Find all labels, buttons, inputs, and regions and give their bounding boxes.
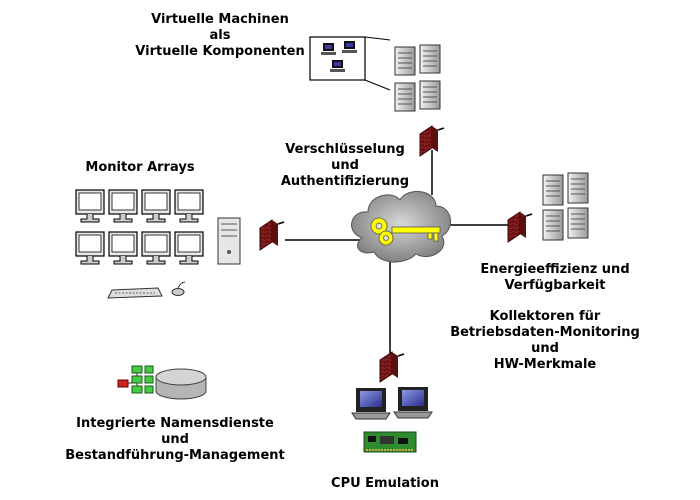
label-line: Monitor Arrays: [85, 160, 195, 175]
monitor-icon: [174, 189, 204, 223]
label-line: HW-Merkmale: [493, 357, 597, 372]
naming-node-tree: [117, 365, 154, 394]
database-icon: [155, 368, 207, 400]
server-icon: [394, 82, 416, 112]
firewall-icon: [419, 125, 445, 157]
energy-servers: [542, 172, 589, 241]
label-line: Betriebsdaten-Monitoring: [450, 325, 640, 340]
key-icon: [370, 217, 441, 246]
server-icon: [419, 44, 441, 74]
label-line: Virtuelle Komponenten: [135, 44, 305, 59]
monitor-icon: [174, 231, 204, 265]
workstation-icon: [351, 388, 391, 420]
label-encryption: Verschlüsselung und Authentifizierung: [270, 142, 420, 190]
keyboard-icon: [107, 287, 163, 299]
label-line: Authentifizierung: [280, 174, 410, 189]
monitor-icon: [141, 189, 171, 223]
server-icon: [419, 80, 441, 110]
mouse-icon: [171, 281, 186, 296]
monitor-icon: [141, 231, 171, 265]
server-icon: [542, 209, 564, 241]
label-collectors: Kollektoren für Betriebsdaten-Monitoring…: [445, 309, 645, 373]
server-icon: [394, 46, 416, 76]
label-line: Verschlüsselung: [285, 142, 405, 157]
label-line: und: [161, 432, 189, 447]
label-line: Verfügbarkeit: [504, 278, 606, 293]
monitor-array: [75, 189, 204, 265]
workstation-icon: [321, 43, 336, 55]
monitor-icon: [75, 189, 105, 223]
workstation-icon: [330, 60, 345, 72]
server-icon: [567, 207, 589, 239]
label-line: Energieeffizienz und: [480, 262, 630, 277]
label-energy: Energieeffizienz und Verfügbarkeit: [470, 262, 640, 294]
label-cpu-emulation: CPU Emulation: [320, 476, 450, 492]
label-line: Virtuelle Machinen: [151, 12, 289, 27]
virtual-servers: [394, 44, 441, 112]
monitor-icon: [75, 231, 105, 265]
label-line: Integrierte Namensdienste: [76, 416, 274, 431]
label-line: als: [209, 28, 231, 43]
monitor-icon: [108, 231, 138, 265]
virtual-machines-box: [309, 36, 366, 81]
monitor-icon: [108, 189, 138, 223]
label-line: und: [531, 341, 559, 356]
label-line: und: [331, 158, 359, 173]
label-line: Bestandführung-Management: [65, 448, 285, 463]
firewall-icon: [507, 211, 533, 243]
label-monitor-arrays: Monitor Arrays: [80, 160, 200, 176]
label-line: CPU Emulation: [331, 476, 439, 491]
server-icon: [542, 174, 564, 206]
label-line: Kollektoren für: [489, 309, 601, 324]
server-icon: [567, 172, 589, 204]
workstation-icon: [393, 387, 433, 419]
firewall-icon: [379, 351, 405, 383]
circuit-board-icon: [363, 431, 417, 453]
label-naming-services: Integrierte Namensdienste und Bestandfüh…: [60, 416, 290, 464]
callout-lines: [364, 36, 391, 91]
firewall-icon: [259, 219, 285, 251]
tower-pc-icon: [217, 217, 241, 265]
workstation-icon: [342, 41, 357, 53]
label-virtual-machines: Virtuelle Machinen als Virtuelle Kompone…: [120, 12, 320, 60]
